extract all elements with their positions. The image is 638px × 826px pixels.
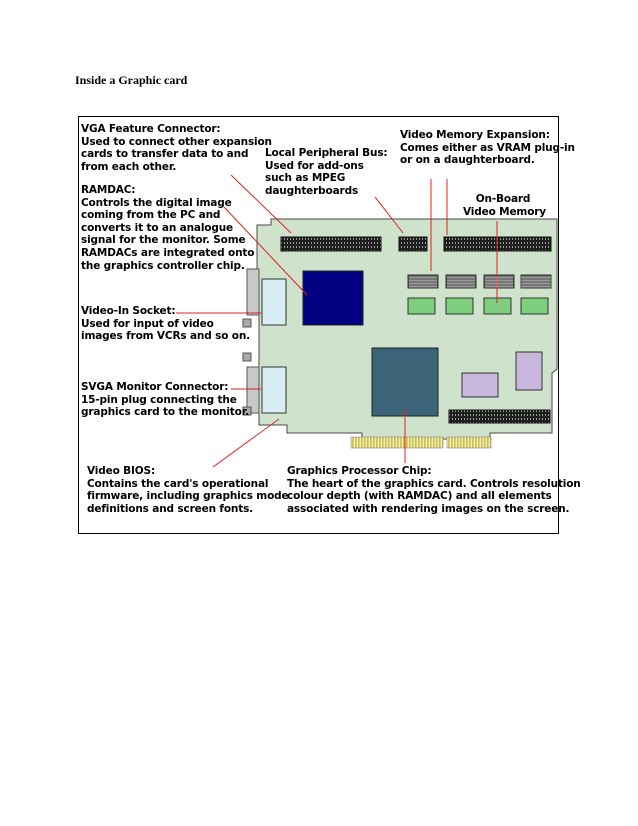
- callout-text: Video Memory: [463, 205, 546, 218]
- local-peripheral-bus-connector: [398, 236, 428, 252]
- callout-text: from each other.: [81, 160, 177, 173]
- bracket-screw-3: [242, 406, 252, 416]
- edge-contacts-right: [446, 436, 492, 449]
- bracket-tab-bottom: [246, 366, 260, 414]
- callout-text: coming from the PC and: [81, 209, 221, 222]
- video-memory-chip-4: [520, 297, 549, 315]
- callout-text: 15-pin plug connecting the: [81, 393, 237, 406]
- diagram-frame: VGA Feature Connector: Used to connect o…: [78, 116, 581, 534]
- callout-text: firmware, including graphics mode: [87, 490, 289, 503]
- callout-text: or on a daughterboard.: [400, 154, 535, 167]
- callout-text: images from VCRs and so on.: [81, 330, 251, 343]
- vga-feature-connector: [280, 236, 382, 252]
- callout-text: The heart of the graphics card. Controls…: [287, 477, 581, 490]
- callout-text: signal for the monitor. Some: [81, 234, 246, 247]
- callout-text: associated with rendering images on the …: [287, 502, 570, 515]
- callout-on-board-video-memory: On-Board Video Memory: [463, 193, 546, 218]
- callout-graphics-processor-chip: Graphics Processor Chip: The heart of th…: [287, 465, 581, 515]
- callout-text: Used to connect other expansion: [81, 135, 272, 148]
- callout-title: RAMDAC:: [81, 184, 136, 196]
- callout-text: daughterboards: [265, 184, 359, 197]
- callout-text: Comes either as VRAM plug-in: [400, 141, 575, 154]
- video-in-socket: [261, 278, 287, 326]
- video-bios-chip: [461, 372, 499, 398]
- callout-line-vga: [230, 174, 292, 234]
- callout-line-bios: [212, 418, 280, 468]
- callout-title: Video Memory Expansion:: [400, 129, 550, 141]
- callout-text: cards to transfer data to and: [81, 148, 249, 161]
- bottom-connector: [448, 409, 551, 424]
- callout-text: Controls the digital image: [81, 196, 232, 209]
- small-chip: [515, 351, 543, 391]
- callout-line-local-bus: [374, 196, 404, 234]
- callout-text: Used for add-ons: [265, 159, 364, 172]
- graphics-card-illustration: [176, 174, 558, 468]
- video-memory-chip-2: [445, 297, 474, 315]
- callout-svga-monitor-connector: SVGA Monitor Connector: 15-pin plug conn…: [81, 381, 249, 419]
- callout-title: SVGA Monitor Connector:: [81, 381, 229, 393]
- bracket-tab-top: [246, 268, 260, 316]
- callout-title: Local Peripheral Bus:: [265, 147, 388, 159]
- callout-ramdac: RAMDAC: Controls the digital image comin…: [81, 184, 254, 272]
- vram-socket-3: [483, 274, 515, 289]
- callout-local-peripheral-bus: Local Peripheral Bus: Used for add-ons s…: [265, 147, 388, 197]
- callout-video-memory-expansion: Video Memory Expansion: Comes either as …: [400, 129, 575, 167]
- vram-socket-2: [445, 274, 477, 289]
- video-memory-chip-1: [407, 297, 436, 315]
- callout-text: converts it to an analogue: [81, 221, 234, 234]
- bracket-screw-2: [242, 352, 252, 362]
- callout-text: colour depth (with RAMDAC) and all eleme…: [287, 490, 552, 503]
- svga-monitor-connector: [261, 366, 287, 414]
- vram-socket-1: [407, 274, 439, 289]
- callout-title: Graphics Processor Chip:: [287, 465, 432, 477]
- callout-text: On-Board: [475, 193, 531, 205]
- callout-text: such as MPEG: [265, 172, 346, 185]
- callout-text: Used for input of video: [81, 317, 214, 330]
- callout-title: VGA Feature Connector:: [81, 123, 221, 135]
- callout-line-ramdac: [223, 206, 308, 296]
- callout-text: the graphics controller chip.: [81, 259, 245, 272]
- ramdac-chip: [302, 270, 364, 326]
- callout-text: RAMDACs are integrated onto: [81, 246, 255, 259]
- callout-text: Contains the card's operational: [87, 477, 269, 490]
- bracket-screw-1: [242, 318, 252, 328]
- edge-contacts-left: [350, 436, 444, 449]
- callout-title: Video BIOS:: [87, 465, 155, 477]
- callout-vga-feature-connector: VGA Feature Connector: Used to connect o…: [81, 123, 272, 173]
- callout-video-bios: Video BIOS: Contains the card's operatio…: [87, 465, 289, 515]
- callout-text: graphics card to the monitor.: [81, 406, 250, 419]
- graphics-processor-chip: [371, 347, 439, 417]
- callout-video-in-socket: Video-In Socket: Used for input of video…: [81, 305, 250, 343]
- page-heading: Inside a Graphic card: [75, 73, 188, 87]
- callout-title: Video-In Socket:: [81, 305, 176, 317]
- vram-socket-4: [520, 274, 552, 289]
- callout-text: definitions and screen fonts.: [87, 502, 254, 515]
